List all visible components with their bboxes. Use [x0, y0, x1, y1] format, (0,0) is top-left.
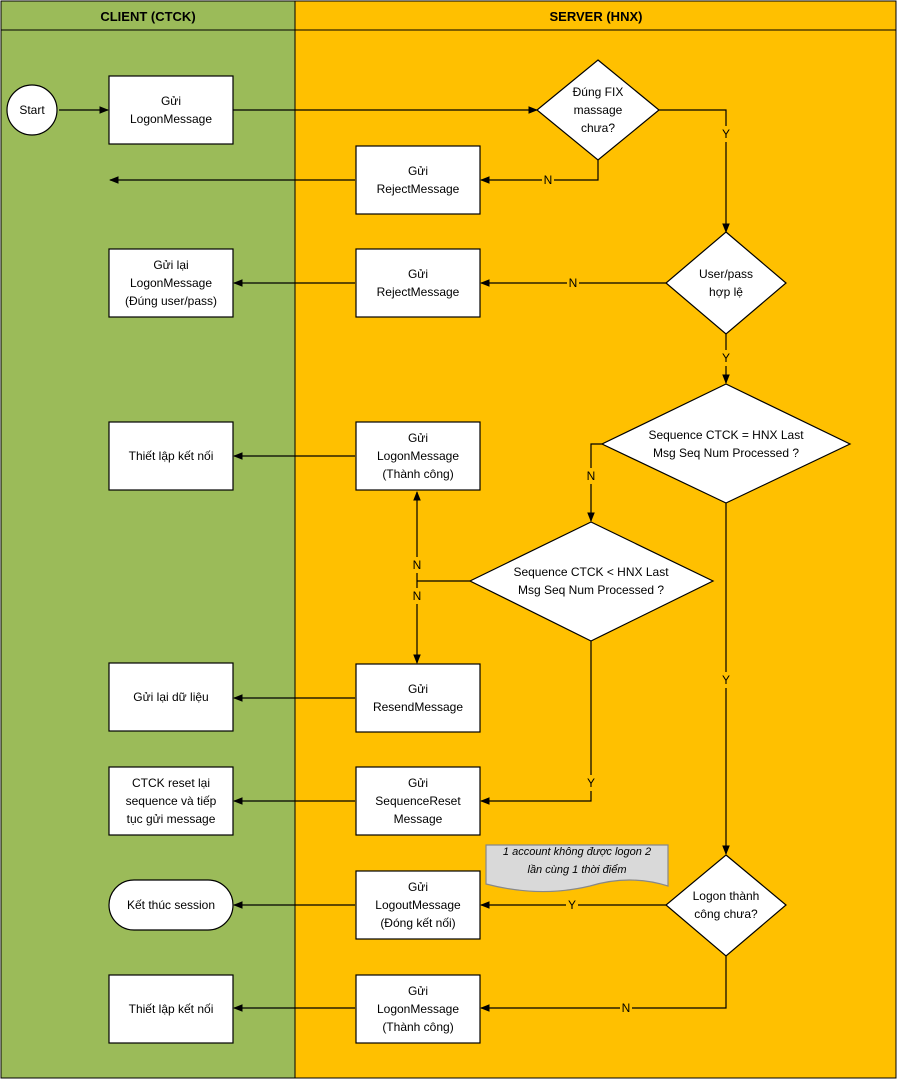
node-text-d-seq-lt: Sequence CTCK < HNX Last — [513, 565, 669, 579]
start-node — [6, 84, 58, 136]
node-text-c-reset: sequence và tiếp — [126, 794, 217, 808]
edge-label-bg — [720, 672, 732, 688]
node-text-s-resend: ResendMessage — [373, 700, 463, 714]
node-text-d-seq-lt: Msg Seq Num Processed ? — [518, 583, 664, 597]
node-text-c-connect-1: Thiết lập kết nối — [129, 449, 214, 463]
node-text-d-userpass: hợp lệ — [709, 285, 743, 299]
node-text-c-end: Kết thúc session — [127, 898, 215, 912]
node-text-s-logon-ok-2: LogonMessage — [377, 1002, 459, 1016]
node-text-s-seqreset: Message — [394, 812, 443, 826]
server-reject-box-2 — [355, 248, 481, 318]
node-text-s-reject-2: RejectMessage — [377, 285, 460, 299]
node-text-s-seqreset: Gửi — [408, 776, 428, 790]
edge-fix-no — [480, 160, 599, 184]
node-text-d-seq-eq: Msg Seq Num Processed ? — [653, 446, 799, 460]
node-text-c-resend-logon: (Đúng user/pass) — [125, 294, 217, 308]
edge-label-seq-eq-no: N — [587, 469, 596, 483]
edge-label-seq-lt-no-up: N — [413, 558, 422, 572]
node-text-s-resend: Gửi — [408, 682, 428, 696]
node-text-c-reset: CTCK reset lại — [132, 776, 210, 790]
client-end-session-box — [108, 879, 234, 931]
edge-logon-no — [480, 956, 727, 1012]
node-text-s-logout: LogoutMessage — [375, 898, 461, 912]
node-text-d-userpass: User/pass — [699, 267, 753, 281]
client-resend-logon-box — [108, 248, 234, 318]
edge-label-bg — [720, 350, 732, 366]
node-text-s-logon-ok-2: Gửi — [408, 984, 428, 998]
node-text-d-logon: công chưa? — [694, 907, 758, 921]
node-text-note: 1 account không được logon 2 — [503, 846, 651, 858]
client-connect-box-2 — [108, 974, 234, 1044]
edge-label-logon-yes: Y — [568, 898, 576, 912]
edge-label-bg — [585, 775, 597, 791]
node-text-c-connect-2: Thiết lập kết nối — [129, 1002, 214, 1016]
client-send-logon-box — [108, 75, 234, 145]
node-text-start: Start — [19, 103, 45, 117]
node-text-s-reject-1: RejectMessage — [377, 182, 460, 196]
edge-seq-lt-yes — [480, 641, 592, 805]
decision-userpass — [665, 231, 787, 335]
node-text-c-resend-data: Gửi lại dữ liệu — [133, 690, 208, 704]
edge-label-seq-lt-yes: Y — [587, 776, 595, 790]
edge-label-bg — [620, 1000, 632, 1016]
client-resend-data-box — [108, 662, 234, 732]
node-text-s-logon-ok-2: (Thành công) — [382, 1020, 453, 1034]
node-text-c-logon: Gửi — [161, 94, 181, 108]
client-reset-box — [108, 766, 234, 836]
client-connect-box-1 — [108, 421, 234, 491]
edge-label-bg — [566, 897, 578, 913]
server-logon-ok-box-1 — [355, 421, 481, 491]
node-text-d-seq-eq: Sequence CTCK = HNX Last — [648, 428, 804, 442]
note-shape — [485, 844, 669, 893]
node-text-s-reject-2: Gửi — [408, 267, 428, 281]
node-text-c-resend-logon: Gửi lại — [153, 258, 188, 272]
decision-seq-equal — [600, 383, 852, 504]
node-text-c-reset: tục gửi message — [127, 812, 216, 826]
node-text-d-fix: massage — [574, 103, 623, 117]
node-text-s-reject-1: Gửi — [408, 164, 428, 178]
server-lane-title: SERVER (HNX) — [550, 9, 643, 24]
server-resend-box — [355, 663, 481, 733]
node-text-d-fix: chưa? — [581, 121, 615, 135]
edge-label-userpass-no: N — [569, 276, 578, 290]
edge-label-bg — [567, 275, 579, 291]
node-text-s-logout: (Đóng kết nối) — [380, 916, 455, 930]
edge-label-bg — [542, 172, 554, 188]
edge-label-seq-lt-no-down: N — [413, 589, 422, 603]
node-text-d-logon: Logon thành — [693, 889, 760, 903]
client-lane-title: CLIENT (CTCK) — [100, 9, 195, 24]
edge-label-logon-no: N — [622, 1001, 631, 1015]
node-text-note: lần cùng 1 thời điểm — [528, 864, 627, 876]
edge-label-bg — [411, 557, 423, 573]
edge-label-bg — [720, 126, 732, 142]
node-text-d-fix: Đúng FIX — [573, 85, 624, 99]
edge-label-userpass-yes: Y — [722, 351, 730, 365]
node-text-c-logon: LogonMessage — [130, 112, 212, 126]
decision-logon — [665, 854, 787, 957]
edge-label-fix-yes: Y — [722, 127, 730, 141]
edge-label-bg — [585, 468, 597, 484]
node-text-s-logon-ok-1: LogonMessage — [377, 449, 459, 463]
edge-fix-yes — [659, 109, 730, 233]
server-reject-box-1 — [355, 145, 481, 215]
server-seqreset-box — [355, 766, 481, 836]
node-text-s-logout: Gửi — [408, 880, 428, 894]
edge-label-seq-eq-yes: Y — [722, 673, 730, 687]
edge-label-fix-no: N — [544, 173, 553, 187]
node-text-s-logon-ok-1: Gửi — [408, 431, 428, 445]
server-logout-box — [355, 870, 481, 940]
node-text-s-seqreset: SequenceReset — [375, 794, 461, 808]
server-logon-ok-box-2 — [355, 974, 481, 1044]
decision-fix — [536, 59, 660, 161]
edge-label-bg — [411, 588, 423, 604]
node-text-s-logon-ok-1: (Thành công) — [382, 467, 453, 481]
edge-seq-eq-no — [587, 443, 602, 522]
node-text-c-resend-logon: LogonMessage — [130, 276, 212, 290]
decision-seq-less — [468, 521, 715, 642]
